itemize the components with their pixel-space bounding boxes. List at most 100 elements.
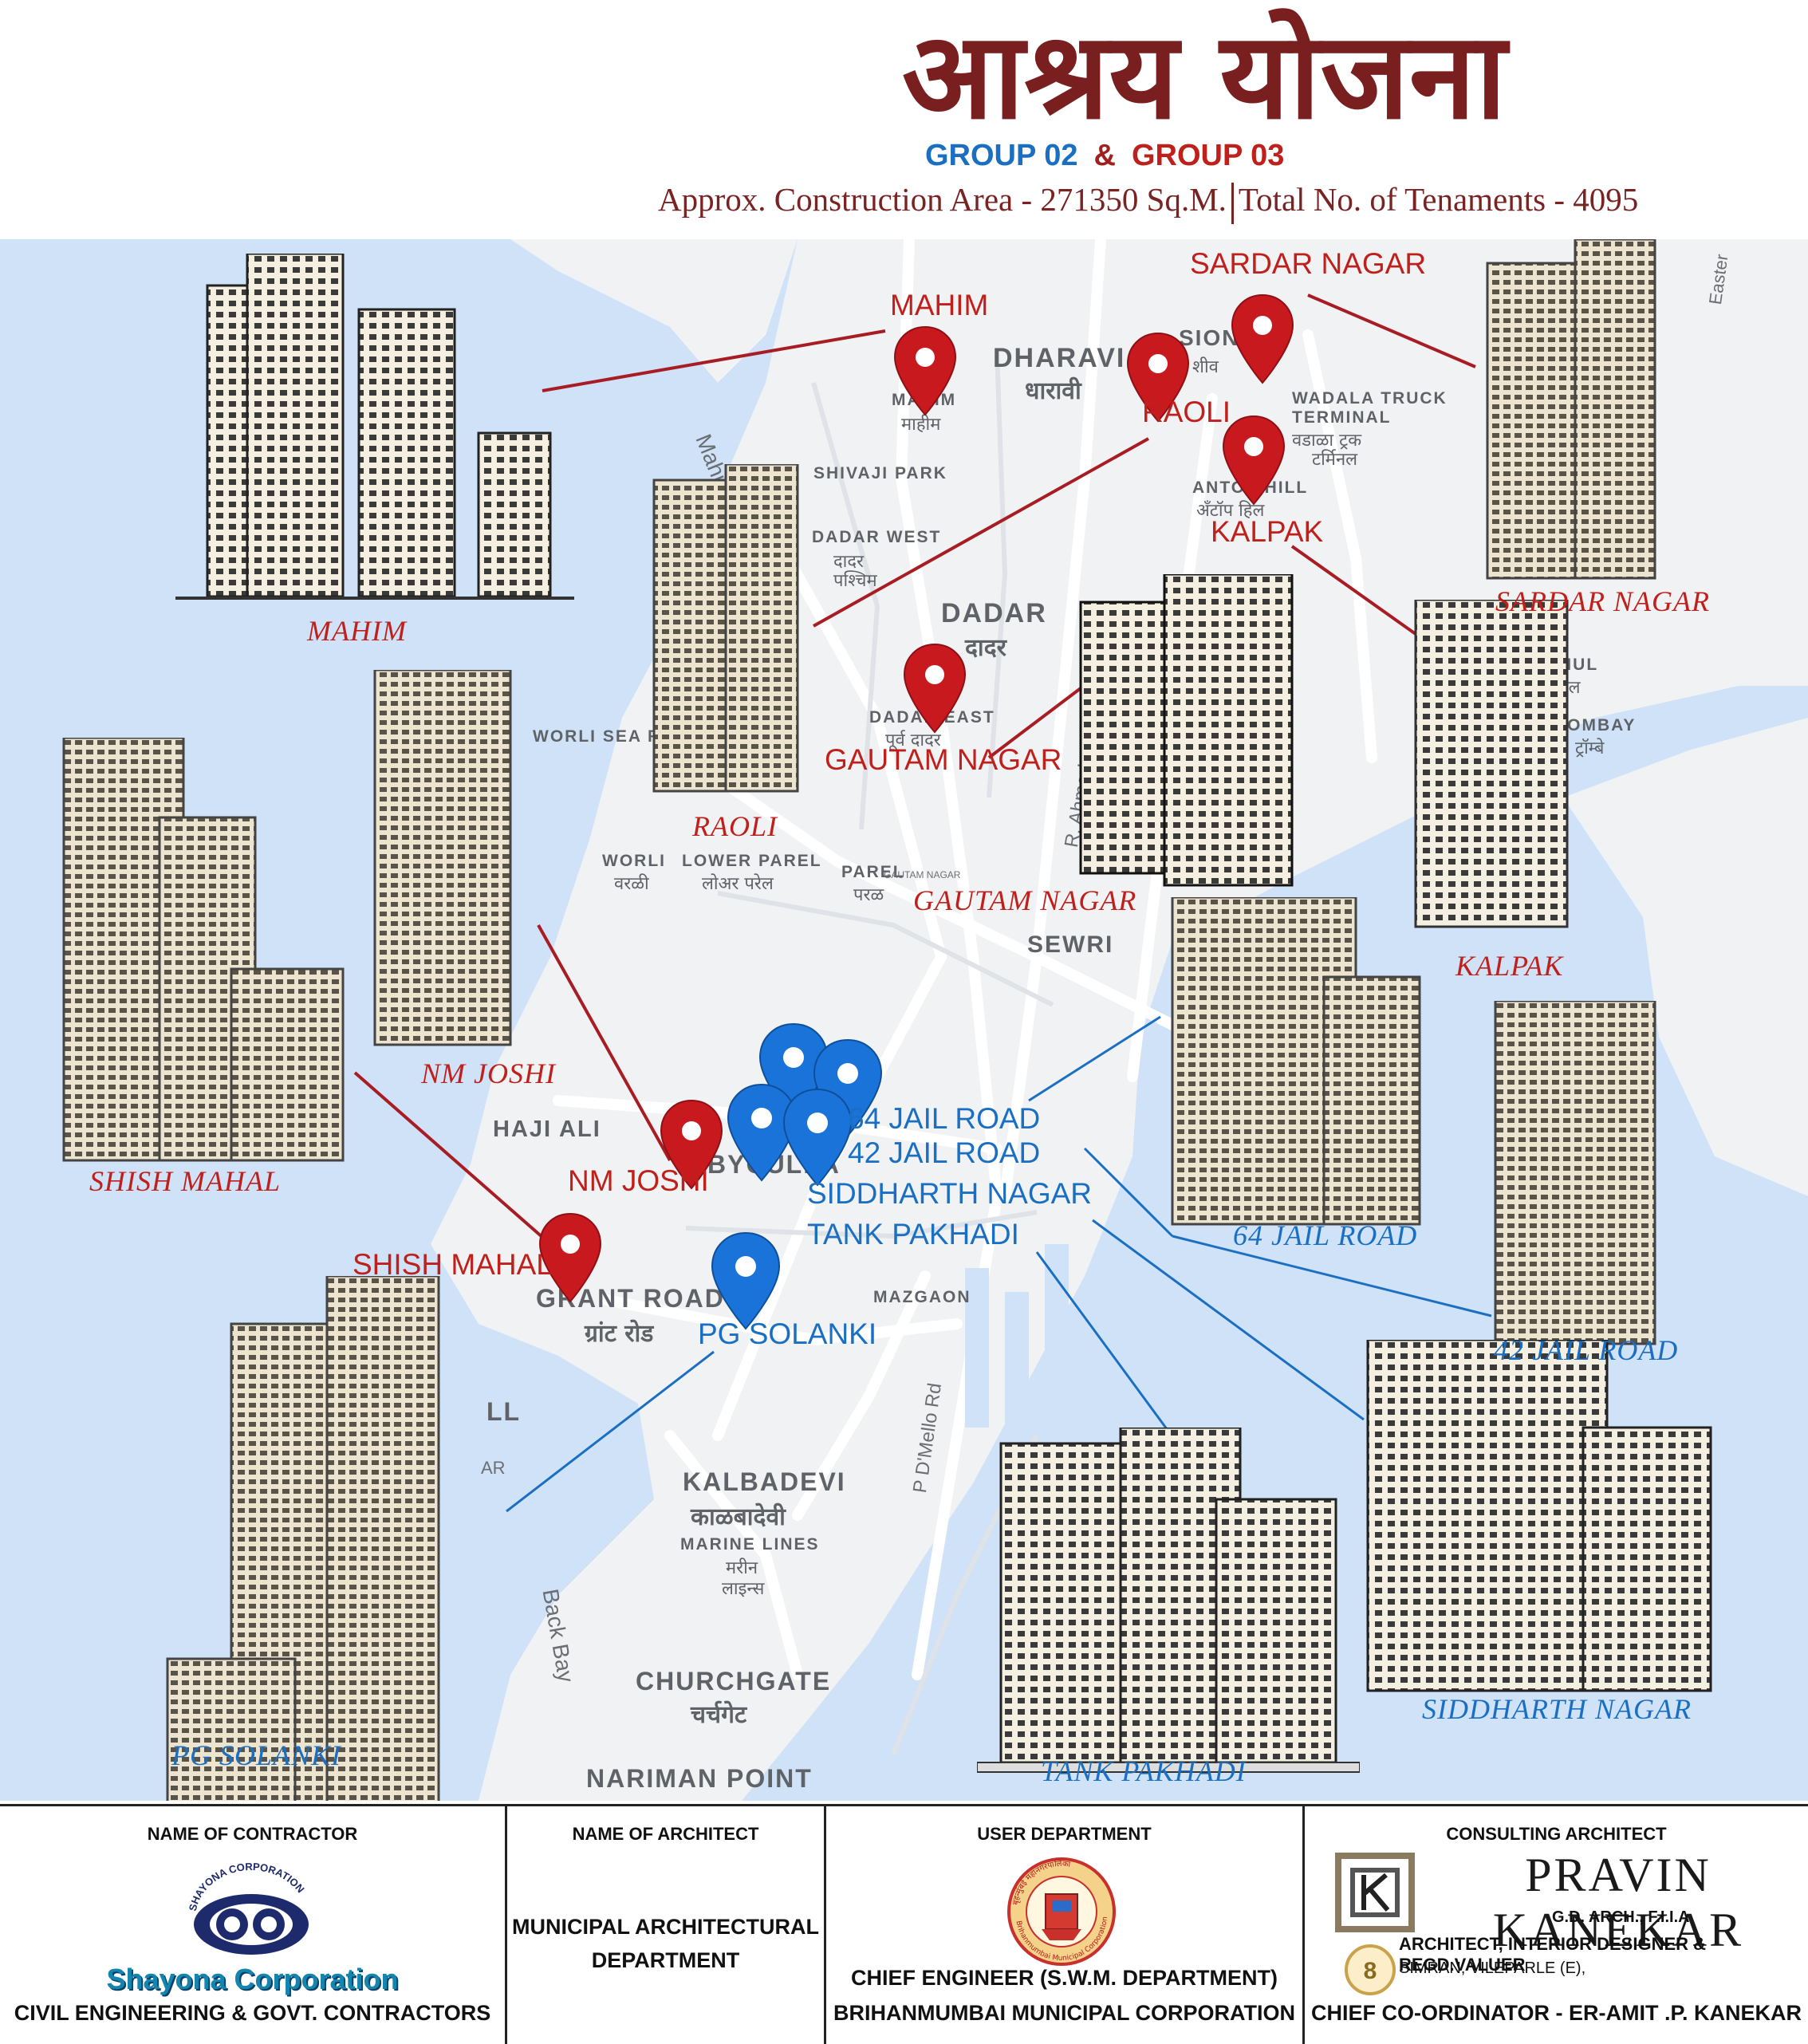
place-worli: WORLI: [602, 852, 666, 870]
site-64-jail-road[interactable]: 64 JAIL ROAD: [848, 1102, 1041, 1135]
building-siddharth-nagar: [1366, 1340, 1712, 1692]
caption-raoli: RAOLI: [692, 810, 778, 842]
site-pg-solanki[interactable]: PG SOLANKI: [698, 1317, 877, 1350]
place-bhul: HUL: [1559, 656, 1599, 674]
place-parel-dev: परळ: [853, 885, 884, 905]
consulting-architect-heading: CONSULTING ARCHITECT: [1446, 1824, 1667, 1844]
architect-heading: NAME OF ARCHITECT: [572, 1824, 759, 1844]
shayona-logo-icon: SHAYONA CORPORATION: [187, 1861, 309, 1955]
place-mahim-dev: माहीम: [901, 415, 941, 435]
site-42-jail-road[interactable]: 42 JAIL ROAD: [848, 1136, 1041, 1169]
architect-line1: MUNICIPAL ARCHITECTURAL: [512, 1915, 819, 1939]
place-dadar-west: DADAR WEST: [812, 528, 942, 546]
site-nm-joshi[interactable]: NM JOSHI: [568, 1164, 709, 1197]
place-grant-road: GRANT ROAD: [536, 1284, 725, 1313]
site-kalpak[interactable]: KALPAK: [1211, 515, 1324, 548]
location-map[interactable]: DHARAVI धारावी SION शीव MAHIM माहीम Mahi…: [0, 239, 1808, 1801]
place-sion: SION: [1179, 325, 1240, 350]
site-shish-mahal[interactable]: SHISH MAHAL: [353, 1248, 553, 1281]
building-sardar-nagar: [1486, 239, 1656, 580]
building-shish-mahal: [62, 738, 345, 1162]
place-antop-hill: ANTOP HILL: [1192, 479, 1309, 497]
architect-cell: NAME OF ARCHITECT MUNICIPAL ARCHITECTURA…: [507, 1806, 826, 2044]
consulting-architect-cell: CONSULTING ARCHITECT PRAVIN KANEKAR G.D.…: [1305, 1806, 1808, 2044]
contractor-cell: NAME OF CONTRACTOR SHAYONA CORPORATION S…: [0, 1806, 507, 2044]
ampersand: &: [1093, 139, 1116, 172]
place-churchgate-dev: चर्चगेट: [691, 1701, 747, 1729]
caption-tank-pakhadi: TANK PAKHADI: [1041, 1755, 1247, 1787]
place-dharavi: DHARAVI: [993, 343, 1126, 373]
chief-coordinator: CHIEF CO-ORDINATOR - ER-AMIT .P. KANEKAR: [1310, 2001, 1802, 2025]
credits-footer: NAME OF CONTRACTOR SHAYONA CORPORATION S…: [0, 1804, 1808, 2044]
place-marine-lines-dev1: मरीन: [726, 1558, 758, 1578]
building-64-jail-road: [1171, 897, 1421, 1226]
place-wadala-truck: WADALA TRUCK: [1292, 389, 1448, 408]
building-tank-pakhadi: [977, 1428, 1360, 1773]
kanekar-logo-icon: [1335, 1853, 1415, 1932]
place-wadala-dev2: टर्मिनल: [1312, 450, 1358, 470]
place-dadar-east: DADAR EAST: [869, 708, 995, 727]
building-nm-joshi: [373, 670, 512, 1046]
site-raoli[interactable]: RAOLI: [1142, 396, 1231, 428]
place-sion-dev: शीव: [1192, 357, 1219, 377]
place-bombay-dev: ट्रॉम्बे: [1575, 738, 1605, 758]
summary-divider: [1231, 182, 1234, 224]
place-worli-sea: WORLI SEA F: [533, 727, 660, 746]
site-tank-pakhadi[interactable]: TANK PAKHADI: [807, 1218, 1019, 1250]
place-parel: PAREL: [841, 863, 905, 881]
user-department-line1: CHIEF ENGINEER (S.W.M. DEPARTMENT): [850, 1966, 1278, 1990]
consultant-line2: SIMRAN, VILEPARLE (E),: [1399, 1959, 1586, 1977]
user-department-line2: BRIHANMUMBAI MUNICIPAL CORPORATION: [833, 2001, 1295, 2025]
anniversary-badge-number: 8: [1364, 1958, 1377, 1984]
place-wadala-dev1: वडाळा ट्रक: [1292, 431, 1362, 451]
place-lower-parel-dev: लोअर परेल: [702, 874, 774, 894]
building-42-jail-road: [1494, 1001, 1656, 1345]
place-grant-road-dev: ग्रांट रोड: [585, 1320, 654, 1348]
architect-line2: DEPARTMENT: [591, 1948, 740, 1972]
place-kalbadevi-dev: काळबादेवी: [691, 1503, 786, 1531]
page-title: आश्रय योजना: [902, 6, 1507, 146]
contractor-heading: NAME OF CONTRACTOR: [147, 1824, 358, 1844]
place-terminal: TERMINAL: [1292, 408, 1392, 427]
place-mahim: MAHIM: [892, 391, 957, 409]
contractor-subtitle: CIVIL ENGINEERING & GOVT. CONTRACTORS: [14, 2001, 491, 2025]
place-marine-lines: MARINE LINES: [680, 1535, 820, 1554]
place-dadar-dev: दादर: [965, 634, 1006, 662]
place-partial-ll: LL: [486, 1397, 522, 1426]
consultant-name: PRAVIN KANEKAR: [1492, 1849, 1744, 1956]
user-department-cell: USER DEPARTMENT बृहन्मुंबई महानगरपालिका …: [826, 1806, 1305, 2044]
caption-pg-solanki: PG SOLANKI: [171, 1739, 342, 1771]
caption-sardar-nagar: SARDAR NAGAR: [1495, 585, 1710, 617]
site-gautam-nagar[interactable]: GAUTAM NAGAR: [825, 743, 1062, 776]
caption-mahim: MAHIM: [307, 615, 407, 647]
total-tenaments: Total No. of Tenaments - 4095: [1238, 181, 1639, 218]
place-worli-dev: वरळी: [614, 874, 649, 894]
place-nariman-point: NARIMAN POINT: [586, 1764, 813, 1793]
user-department-heading: USER DEPARTMENT: [977, 1824, 1152, 1844]
caption-shish-mahal: SHISH MAHAL: [89, 1165, 281, 1197]
place-mazgaon: MAZGAON: [873, 1288, 971, 1306]
caption-nm-joshi: NM JOSHI: [421, 1057, 556, 1089]
caption-kalpak: KALPAK: [1455, 950, 1564, 982]
project-summary: Approx. Construction Area - 271350 Sq.M.…: [658, 175, 1775, 224]
anniversary-badge-icon: 8: [1345, 1944, 1396, 1995]
caption-42-jail-road: 42 JAIL ROAD: [1494, 1334, 1679, 1366]
place-lower-parel: LOWER PAREL: [682, 852, 822, 870]
bmc-seal-icon: बृहन्मुंबई महानगरपालिका Brihanmumbai Mun…: [1007, 1857, 1116, 1966]
caption-64-jail-road: 64 JAIL ROAD: [1233, 1219, 1418, 1251]
place-dadar-west-dev1: दादर: [833, 552, 865, 572]
place-partial-ar: AR: [481, 1458, 506, 1478]
site-mahim[interactable]: MAHIM: [890, 289, 989, 321]
site-siddharth-nagar[interactable]: SIDDHARTH NAGAR: [807, 1177, 1093, 1210]
building-raoli: [652, 464, 799, 793]
building-kalpak: [1414, 600, 1569, 928]
site-sardar-nagar[interactable]: SARDAR NAGAR: [1190, 247, 1427, 280]
place-byculla: BYCULLA: [707, 1150, 841, 1179]
caption-gautam-nagar: GAUTAM NAGAR: [913, 884, 1137, 916]
place-kalbadevi: KALBADEVI: [683, 1467, 846, 1496]
place-bombay: ROMBAY: [1554, 716, 1637, 735]
place-shivaji-park: SHIVAJI PARK: [813, 464, 947, 482]
group-02-label: GROUP 02: [925, 139, 1078, 172]
group-labels: GROUP 02&GROUP 03: [925, 136, 1483, 175]
building-pg-solanki: [166, 1276, 440, 1801]
